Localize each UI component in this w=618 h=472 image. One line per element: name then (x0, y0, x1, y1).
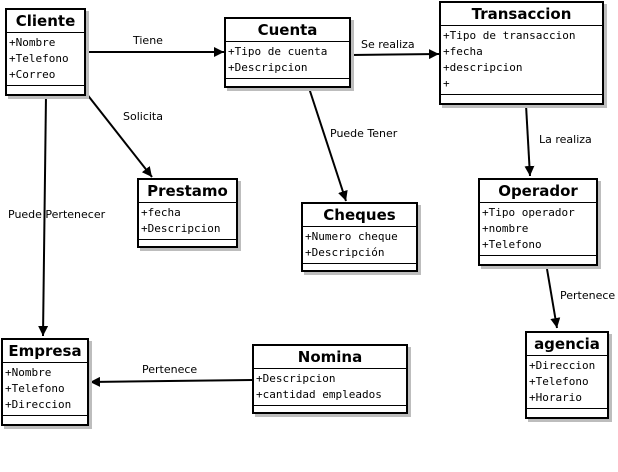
class-cheques: Cheques +Numero cheque +Descripción (301, 202, 418, 272)
attribute: +fecha (443, 45, 483, 58)
class-cliente-operations (7, 86, 84, 93)
attribute: +Telefono (5, 382, 65, 395)
attribute: +Tipo operador (482, 206, 575, 219)
label-cliente-empresa: Puede Pertenecer (8, 208, 106, 221)
class-agencia: agencia +Direccion +Telefono +Horario (525, 331, 609, 419)
line-nomina-empresa (89, 376, 253, 387)
class-prestamo-attributes: +fecha +Descripcion (139, 203, 236, 240)
class-cheques-operations (303, 264, 416, 271)
attribute: +Horario (529, 391, 582, 404)
attribute: +cantidad empleados (256, 388, 382, 401)
class-operador-attributes: +Tipo operador +nombre +Telefono (480, 203, 596, 256)
attribute: +Telefono (9, 52, 69, 65)
class-transaccion-operations (441, 95, 602, 102)
attribute: +Tipo de cuenta (228, 45, 328, 58)
class-operador: Operador +Tipo operador +nombre +Telefon… (478, 178, 598, 266)
line-cuenta-cheques (308, 87, 348, 202)
attribute: +Telefono (482, 238, 542, 251)
class-nomina-attributes: +Descripcion +cantidad empleados (254, 369, 406, 406)
class-prestamo: Prestamo +fecha +Descripcion (137, 178, 238, 248)
attribute: +Nombre (9, 36, 56, 49)
line-cliente-prestamo (85, 92, 153, 178)
attribute: +Descripcion (256, 372, 336, 385)
class-nomina: Nomina +Descripcion +cantidad empleados (252, 344, 408, 414)
line-operador-agencia (546, 268, 561, 329)
attribute: +descripcion (443, 61, 523, 74)
label-nomina-empresa: Pertenece (142, 363, 198, 376)
class-agencia-operations (527, 409, 607, 416)
class-empresa: Empresa +Nombre +Telefono +Direccion (1, 338, 89, 426)
attribute: +Telefono (529, 375, 589, 388)
attribute: + (443, 77, 450, 90)
attribute: +Descripción (305, 246, 385, 259)
class-nomina-name: Nomina (254, 346, 406, 369)
attribute: +Descripcion (141, 222, 221, 235)
label-cliente-cuenta: Tiene (133, 34, 163, 47)
label-operador-agencia: Pertenece (560, 289, 616, 302)
attribute: +Direccion (5, 398, 72, 411)
attribute: +Numero cheque (305, 230, 398, 243)
label-cuenta-transaccion: Se realiza (361, 38, 415, 51)
attribute: +fecha (141, 206, 181, 219)
class-cliente-attributes: +Nombre +Telefono +Correo (7, 33, 84, 86)
class-cuenta-attributes: +Tipo de cuenta +Descripcion (226, 42, 349, 79)
class-empresa-attributes: +Nombre +Telefono +Direccion (3, 363, 87, 416)
class-cuenta-operations (226, 79, 349, 86)
class-transaccion-name: Transaccion (441, 3, 602, 26)
class-prestamo-operations (139, 240, 236, 247)
class-operador-operations (480, 256, 596, 263)
class-operador-name: Operador (480, 180, 596, 203)
class-agencia-name: agencia (527, 333, 607, 356)
class-agencia-attributes: +Direccion +Telefono +Horario (527, 356, 607, 409)
label-cuenta-cheques: Puede Tener (330, 127, 398, 140)
class-nomina-operations (254, 406, 406, 413)
class-cheques-attributes: +Numero cheque +Descripción (303, 227, 416, 264)
class-transaccion: Transaccion +Tipo de transaccion +fecha … (439, 1, 604, 105)
line-transaccion-operador (524, 104, 535, 177)
class-transaccion-attributes: +Tipo de transaccion +fecha +descripcion… (441, 26, 602, 95)
attribute: +Nombre (5, 366, 52, 379)
attribute: +Correo (9, 68, 56, 81)
attribute: +Tipo de transaccion (443, 29, 576, 42)
class-empresa-name: Empresa (3, 340, 87, 363)
class-cheques-name: Cheques (303, 204, 416, 227)
line-cliente-empresa (38, 94, 49, 337)
line-cuenta-transaccion (350, 49, 440, 60)
class-prestamo-name: Prestamo (139, 180, 236, 203)
class-empresa-operations (3, 416, 87, 423)
attribute: +Descripcion (228, 61, 308, 74)
label-cliente-prestamo: Solicita (123, 110, 163, 123)
label-transaccion-operador: La realiza (539, 133, 592, 146)
attribute: +nombre (482, 222, 529, 235)
class-cliente: Cliente +Nombre +Telefono +Correo (5, 8, 86, 96)
attribute: +Direccion (529, 359, 596, 372)
class-cuenta-name: Cuenta (226, 19, 349, 42)
class-cliente-name: Cliente (7, 10, 84, 33)
class-cuenta: Cuenta +Tipo de cuenta +Descripcion (224, 17, 351, 88)
